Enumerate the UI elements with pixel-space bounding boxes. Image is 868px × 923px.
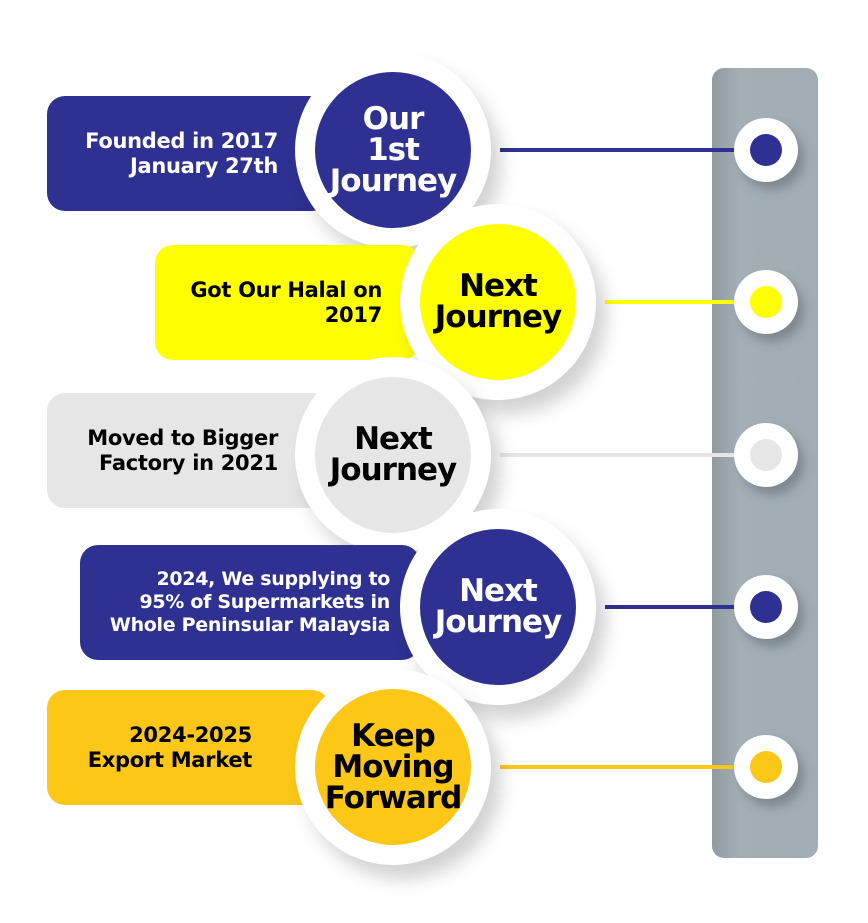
connector-line-3 [500,453,766,457]
journey-badge-4: Next Journey [420,529,576,685]
node-dot-icon [750,286,782,318]
connector-line-2 [605,300,766,304]
connector-line-4 [605,605,766,609]
milestone-line: Founded in 2017 [85,128,278,153]
badge-ring-4: Next Journey [400,509,596,705]
badge-ring-5: Keep Moving Forward [295,669,491,865]
badge-line: Next [459,573,538,609]
journey-badge-1: Our 1st Journey [315,72,471,228]
milestone-pill-3: Moved to Bigger Factory in 2021 [47,393,330,508]
milestone-line: Got Our Halal on [190,277,382,302]
node-dot-icon [750,591,782,623]
timeline-node-5 [734,735,798,799]
badge-ring-2: Next Journey [400,204,596,400]
timeline-node-1 [734,118,798,182]
journey-badge-2: Next Journey [420,224,576,380]
milestone-line: January 27th [129,153,278,178]
milestone-line: Moved to Bigger [87,425,278,450]
node-dot-icon [750,751,782,783]
milestone-text-5: 2024-2025 Export Market [87,722,253,773]
milestone-line: Export Market [87,747,253,772]
badge-line: Keep [351,717,436,754]
badge-line: Forward [324,779,463,816]
badge-line: Journey [329,452,457,488]
milestone-line: 2024-2025 [129,722,252,747]
milestone-pill-5: 2024-2025 Export Market [47,690,330,805]
badge-line: Moving [332,748,454,785]
milestone-line: 2017 [324,302,383,327]
node-dot-icon [750,439,782,471]
milestone-text-4: 2024, We supplying to 95% of Supermarket… [110,568,390,637]
timeline-node-3 [734,423,798,487]
milestone-pill-4: 2024, We supplying to 95% of Supermarket… [80,545,420,660]
badge-text-4: Next Journey [435,576,562,638]
badge-line: Our [362,100,425,137]
badge-text-3: Next Journey [330,424,457,486]
badge-line: Journey [329,162,457,199]
badge-text-2: Next Journey [435,271,562,333]
milestone-line: Factory in 2021 [99,450,278,475]
connector-line-5 [500,765,766,769]
badge-line: Journey [434,604,562,640]
milestone-text-2: Got Our Halal on 2017 [190,278,382,328]
badge-line: Journey [434,299,562,335]
badge-line: Next [459,268,538,304]
milestone-line: 2024, We supplying to [156,568,390,590]
milestone-text-3: Moved to Bigger Factory in 2021 [87,426,278,476]
node-dot-icon [750,134,782,166]
milestone-line: Whole Peninsular Malaysia [109,614,390,636]
journey-badge-5: Keep Moving Forward [315,689,471,845]
badge-line: 1st [367,131,420,168]
journey-badge-3: Next Journey [315,377,471,533]
connector-line-1 [500,148,766,152]
badge-text-5: Keep Moving Forward [324,717,463,816]
milestone-pill-1: Founded in 2017 January 27th [47,96,330,211]
milestone-pill-2: Got Our Halal on 2017 [155,245,420,360]
timeline-node-4 [734,575,798,639]
milestone-text-1: Founded in 2017 January 27th [85,129,278,179]
badge-ring-1: Our 1st Journey [295,52,491,248]
badge-text-1: Our 1st Journey [329,100,457,199]
milestone-line: 95% of Supermarkets in [139,591,390,613]
timeline-node-2 [734,270,798,334]
badge-line: Next [354,421,433,457]
